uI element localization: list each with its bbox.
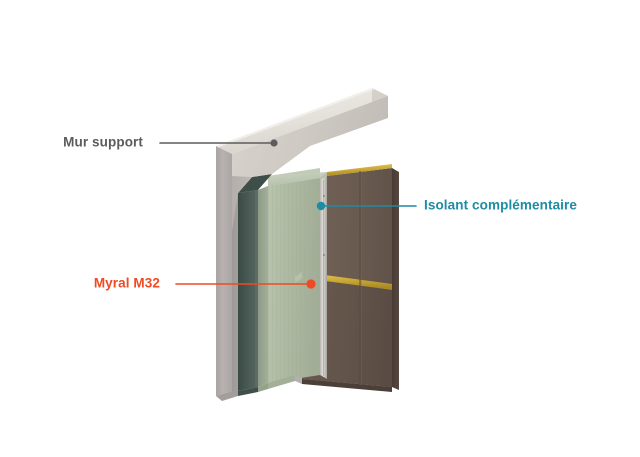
callout-isolant-complementaire[interactable]: Isolant complémentaire — [316, 198, 578, 213]
complementary-insulation-layer — [258, 168, 327, 387]
myral-leader-dot — [306, 279, 316, 289]
aluminium-profile-upper — [320, 176, 327, 379]
myral-panel-joint-lines — [359, 171, 362, 384]
myral-panel-side-face — [392, 168, 399, 390]
label-mur-support: Mur support — [63, 135, 143, 150]
callout-mur-support[interactable]: Mur support — [63, 135, 278, 150]
callout-myral-m32[interactable]: Myral M32 — [94, 276, 316, 291]
label-myral-m32: Myral M32 — [94, 276, 160, 291]
wall-assembly-3d — [216, 88, 399, 401]
assembly-bottom-section — [238, 375, 392, 396]
membrane-layer — [238, 174, 272, 391]
support-wall-layer — [216, 88, 388, 401]
mur-support-leader-dot — [270, 139, 278, 147]
label-isolant-complementaire: Isolant complémentaire — [424, 198, 577, 213]
isolant-leader-dot — [316, 201, 326, 211]
insulation-visible-strip — [295, 172, 327, 283]
